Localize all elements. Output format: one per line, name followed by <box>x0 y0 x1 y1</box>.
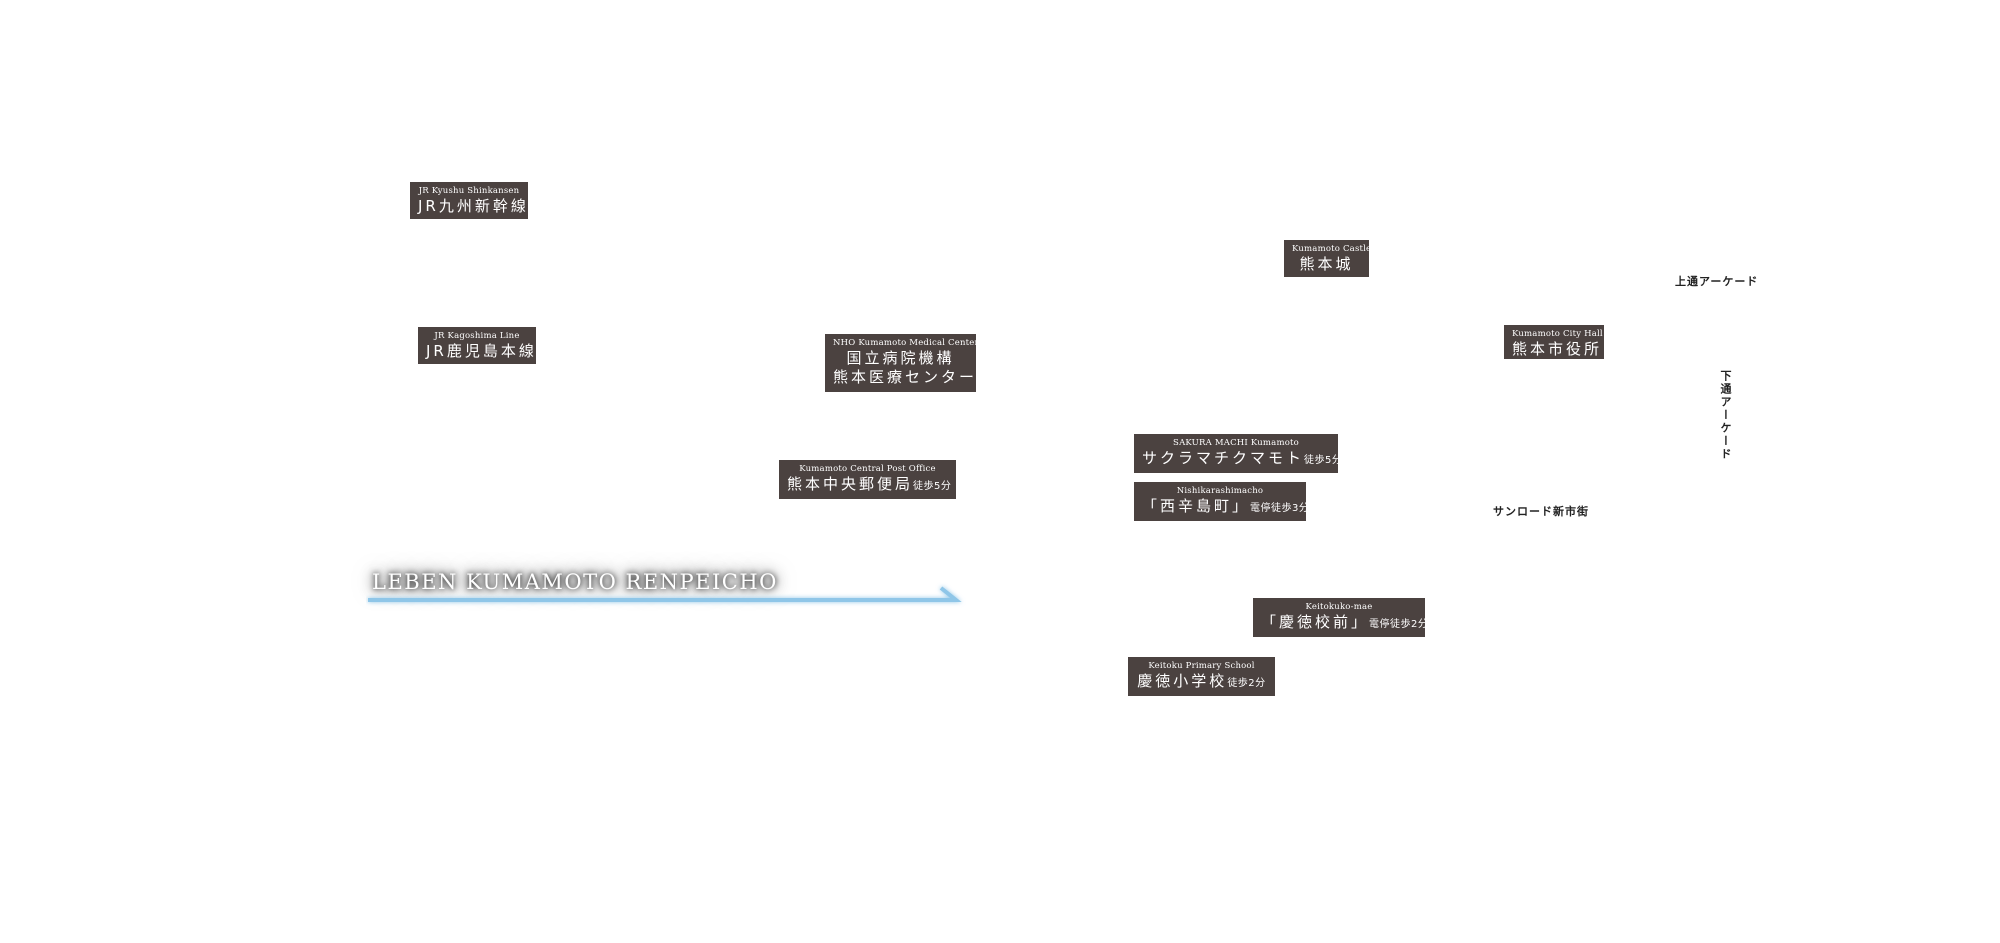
landmark-en-label: SAKURA MACHI Kumamoto <box>1173 438 1299 448</box>
landmark-ja-label: JR九州新幹線 <box>418 197 529 215</box>
walk-time-label: 電停徒歩2分 <box>1369 619 1429 630</box>
landmark-en-label: JR Kyushu Shinkansen <box>418 186 520 196</box>
landmark-keitoku-primary-school: Keitoku Primary School 慶徳小学校徒歩2分 <box>1128 657 1275 696</box>
landmark-ja-label: 熊本中央郵便局徒歩5分 <box>787 475 952 496</box>
landmark-en-label: Keitokuko-mae <box>1305 602 1373 612</box>
walk-time-label: 徒歩5分 <box>913 481 952 492</box>
landmark-ja-label: 「慶徳校前」電停徒歩2分 <box>1261 613 1428 634</box>
landmark-keitokuko-mae: Keitokuko-mae 「慶徳校前」電停徒歩2分 <box>1253 598 1428 637</box>
landmark-en-label: Nishikarashimacho <box>1176 486 1264 496</box>
walk-time-label: 徒歩5分 <box>1304 455 1343 466</box>
landmark-nishikarashimacho: Nishikarashimacho 「西辛島町」電停徒歩3分 <box>1134 482 1309 521</box>
landmark-ja-label: JR鹿児島本線 <box>426 342 537 360</box>
walk-time-label: 徒歩2分 <box>1227 678 1266 689</box>
landmark-ja-name: 「西辛島町」 <box>1142 497 1251 515</box>
landmark-en-label: NHO Kumamoto Medical Center <box>833 338 979 348</box>
landmark-ja-label: 慶徳小学校徒歩2分 <box>1136 672 1267 693</box>
arrow-shape <box>368 586 962 602</box>
landmark-kumamoto-city-hall: Kumamoto City Hall 熊本市役所 <box>1504 325 1604 359</box>
landmark-en-label: Kumamoto City Hall <box>1512 329 1603 339</box>
landmark-ja-label: 熊本城 <box>1299 255 1354 273</box>
street-sunroad-shinshigai: サンロード新市街 <box>1493 505 1589 518</box>
landmark-ja-name: 慶徳小学校 <box>1137 672 1228 690</box>
landmark-jr-kyushu-shinkansen: JR Kyushu Shinkansen JR九州新幹線 <box>410 182 528 219</box>
landmark-ja-label-line2: 熊本医療センター <box>833 368 978 386</box>
landmark-ja-label: 熊本市役所 <box>1512 340 1603 358</box>
landmark-jr-kagoshima-line: JR Kagoshima Line JR鹿児島本線 <box>418 327 536 364</box>
landmark-ja-label: サクラマチクマモト徒歩5分 <box>1142 449 1342 470</box>
landmark-en-label: Kumamoto Central Post Office <box>799 464 936 474</box>
street-kamitori-arcade: 上通アーケード <box>1675 275 1759 288</box>
landmark-en-label: Kumamoto Castle <box>1292 244 1372 254</box>
landmark-ja-label: 国立病院機構 <box>846 349 955 367</box>
landmark-ja-label: 「西辛島町」電停徒歩3分 <box>1142 497 1309 518</box>
property-arrow-icon <box>368 586 962 602</box>
property-name: LEBEN KUMAMOTO RENPEICHO <box>372 570 778 594</box>
walk-time-label: 電停徒歩3分 <box>1250 503 1310 514</box>
landmark-sakura-machi-kumamoto: SAKURA MACHI Kumamoto サクラマチクマモト徒歩5分 <box>1134 434 1342 473</box>
street-shimotori-arcade: 下通アーケード <box>1719 370 1732 461</box>
landmark-ja-name: サクラマチクマモト <box>1142 449 1305 467</box>
landmark-ja-name: 「慶徳校前」 <box>1261 613 1370 631</box>
landmark-en-label: Keitoku Primary School <box>1148 661 1255 671</box>
landmark-en-label: JR Kagoshima Line <box>434 331 520 341</box>
landmark-kumamoto-castle: Kumamoto Castle 熊本城 <box>1284 240 1372 277</box>
landmark-nho-kumamoto-medical-center: NHO Kumamoto Medical Center 国立病院機構 熊本医療セ… <box>825 334 979 392</box>
landmark-kumamoto-central-post-office: Kumamoto Central Post Office 熊本中央郵便局徒歩5分 <box>779 460 956 499</box>
landmark-ja-name: 熊本中央郵便局 <box>787 475 914 493</box>
